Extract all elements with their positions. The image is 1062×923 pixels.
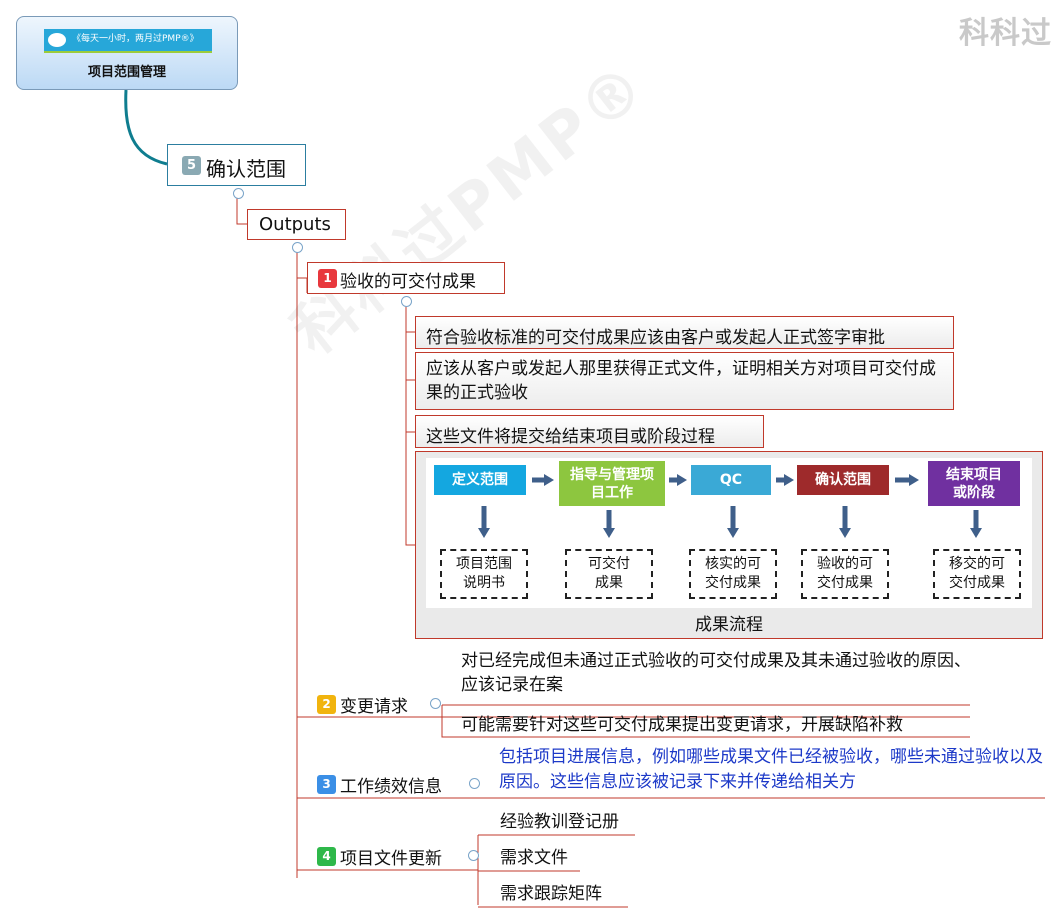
flow-caption: 成果流程 [695, 615, 763, 635]
flow-step: 确认范围 [797, 465, 889, 495]
collapse-toggle-icon[interactable] [468, 850, 479, 861]
collapse-toggle-icon[interactable] [401, 296, 412, 307]
document-update-item: 经验教训登记册 [500, 812, 619, 832]
change-request-note: 对已经完成但未通过正式验收的可交付成果及其未通过验收的原因、应该记录在案 [461, 651, 971, 695]
flow-output: 核实的可交付成果 [689, 549, 777, 599]
branch-number-badge: 1 [318, 269, 337, 288]
outputs-node[interactable]: Outputs [247, 209, 346, 240]
flow-arrows [478, 474, 982, 538]
collapse-toggle-icon[interactable] [430, 698, 441, 709]
root-node[interactable]: 《每天一小时，两月过PMP®》 项目范围管理 [16, 16, 238, 90]
topic-label: 确认范围 [206, 157, 286, 181]
flow-output: 验收的可交付成果 [801, 549, 889, 599]
deliverable-note: 符合验收标准的可交付成果应该由客户或发起人正式签字审批 [415, 316, 954, 349]
flow-step: 指导与管理项目工作 [559, 461, 665, 506]
course-banner: 《每天一小时，两月过PMP®》 [44, 29, 212, 53]
document-update-item: 需求文件 [500, 848, 568, 868]
deliverable-note: 这些文件将提交给结束项目或阶段过程 [415, 415, 764, 448]
branch-number-badge: 3 [317, 775, 336, 794]
banner-logo-icon [48, 33, 66, 47]
flow-output: 可交付成果 [565, 549, 653, 599]
flow-step: QC [691, 465, 771, 495]
outputs-label: Outputs [259, 214, 331, 235]
process-flow-figure: 定义范围 指导与管理项目工作 QC 确认范围 结束项目或阶段 项目范围说明书 可… [415, 451, 1043, 639]
deliverable-note: 应该从客户或发起人那里获得正式文件，证明相关方对项目可交付成果的正式验收 [415, 352, 954, 410]
brand-logo-text: 科科过 [959, 16, 1052, 51]
branch-label: 工作绩效信息 [340, 777, 442, 797]
branch-number-badge: 2 [317, 695, 336, 714]
topic-number-badge: 5 [182, 156, 201, 175]
document-update-item: 需求跟踪矩阵 [500, 884, 602, 904]
collapse-toggle-icon[interactable] [292, 242, 303, 253]
branch-number-badge: 4 [317, 847, 336, 866]
branch-label: 项目文件更新 [340, 849, 442, 869]
branch-label: 变更请求 [340, 697, 408, 717]
change-request-note: 可能需要针对这些可交付成果提出变更请求，开展缺陷补救 [461, 715, 903, 735]
work-performance-note: 包括项目进展信息，例如哪些成果文件已经被验收，哪些未通过验收以及原因。这些信息应… [499, 747, 1043, 792]
branch-deliverables[interactable]: 1 验收的可交付成果 [307, 262, 505, 294]
collapse-toggle-icon[interactable] [233, 188, 244, 199]
flow-step: 定义范围 [434, 465, 526, 495]
root-label: 项目范围管理 [87, 65, 166, 80]
topic-node-confirm-scope[interactable]: 5 确认范围 [167, 144, 306, 186]
banner-text: 《每天一小时，两月过PMP®》 [72, 34, 199, 44]
flow-step: 结束项目或阶段 [928, 461, 1020, 506]
flow-canvas: 定义范围 指导与管理项目工作 QC 确认范围 结束项目或阶段 项目范围说明书 可… [426, 458, 1032, 608]
branch-label: 验收的可交付成果 [340, 272, 476, 292]
flow-output: 移交的可交付成果 [933, 549, 1021, 599]
collapse-toggle-icon[interactable] [469, 778, 480, 789]
flow-output: 项目范围说明书 [440, 549, 528, 599]
